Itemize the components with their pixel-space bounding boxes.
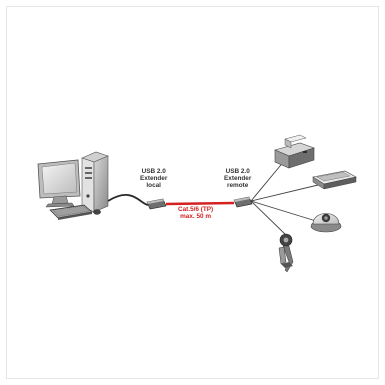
cable-label-line1: Cat.5/6 (TP) [178,206,213,213]
dome-camera-icon [311,214,341,233]
scanner-icon [313,171,356,189]
usb-cable-pc [108,195,148,205]
cat5-cable [166,203,234,204]
local-extender-icon [147,199,166,209]
mouse-icon [93,210,100,215]
remote-label-line2: Extender [224,175,251,182]
webcam-icon [279,234,293,272]
printer-icon [275,135,314,168]
local-label-line3: local [140,182,167,189]
local-extender-label: USB 2.0 Extender local [140,168,167,190]
keyboard-icon [50,205,92,220]
remote-label-line1: USB 2.0 [224,168,251,175]
remote-extender-label: USB 2.0 Extender remote [224,168,251,190]
cable-label-line2: max. 50 m [178,213,213,220]
device-connection-lines [251,160,318,237]
remote-label-line3: remote [224,182,251,189]
monitor-icon [38,160,80,207]
cable-label: Cat.5/6 (TP) max. 50 m [178,206,213,220]
computer-tower-icon [82,152,108,212]
local-label-line2: Extender [140,175,167,182]
remote-extender-icon [234,197,252,207]
local-label-line1: USB 2.0 [140,168,167,175]
